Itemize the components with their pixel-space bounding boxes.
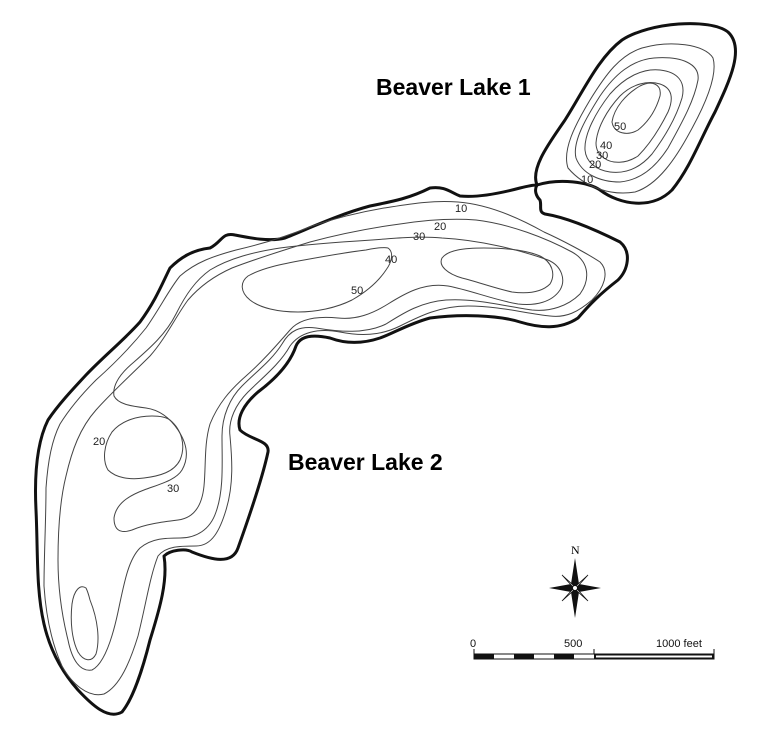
lake-1-contour-20 (574, 57, 699, 183)
lake-2-contour-40b (440, 247, 554, 294)
scale-label-0: 0 (470, 638, 476, 650)
lake-2-contour-30 (113, 236, 564, 532)
scale-label-1000: 1000 feet (656, 638, 702, 650)
compass-north-point (571, 558, 579, 588)
lake-2-shoreline (34, 183, 629, 716)
lake-2-name: Beaver Lake 2 (288, 449, 443, 475)
scale-bar-segment-4-inner (596, 655, 712, 658)
lake-2-depth-label-40: 40 (385, 254, 397, 266)
lake-2-depth-label-10: 10 (455, 203, 467, 215)
scale-bar-segment-1 (474, 654, 494, 659)
lake-1-depth-label-40: 40 (600, 140, 612, 152)
compass-south-point (571, 588, 579, 618)
lake-1-contour-30 (584, 69, 684, 173)
north-label: N (571, 543, 580, 557)
compass-center (572, 585, 578, 591)
lake-1-depth-label-50: 50 (614, 121, 626, 133)
lake-2-contour-20 (57, 218, 588, 671)
lake-2-contour-10 (43, 200, 606, 696)
compass-rose: N (549, 543, 601, 618)
scale-bar-segment-3 (554, 654, 574, 659)
beaver-lake-2: 10 20 30 40 50 20 30 (34, 183, 629, 716)
lake-1-shoreline (534, 22, 738, 205)
lake-2-contour-40 (241, 247, 393, 313)
lake-2-depth-label-30: 30 (413, 231, 425, 243)
lake-1-name: Beaver Lake 1 (376, 74, 531, 100)
compass-west-point (549, 584, 575, 592)
lake-1-depth-label-10: 10 (581, 174, 593, 186)
lake-1-contour-40 (595, 82, 672, 163)
lake-1-contour-50 (611, 82, 661, 134)
scale-label-500: 500 (564, 638, 582, 650)
lake-2-contour-30b (104, 415, 184, 480)
lake-2-depth-label-30-south: 30 (167, 483, 179, 495)
lake-2-depth-label-50: 50 (351, 285, 363, 297)
lake-1-contour-10 (566, 43, 715, 194)
scale-bar: 0 500 1000 feet (470, 638, 715, 660)
lake-2-depth-label-20-south: 20 (93, 436, 105, 448)
beaver-lake-1: 50 40 30 20 10 (534, 22, 738, 205)
lake-1-depth-label-20: 20 (589, 159, 601, 171)
lake-2-contour-30c (70, 586, 99, 661)
scale-bar-segment-2 (514, 654, 534, 659)
lake-2-depth-label-20: 20 (434, 221, 446, 233)
compass-east-point (575, 584, 601, 592)
lake-1-depth-label-30: 30 (596, 150, 608, 162)
